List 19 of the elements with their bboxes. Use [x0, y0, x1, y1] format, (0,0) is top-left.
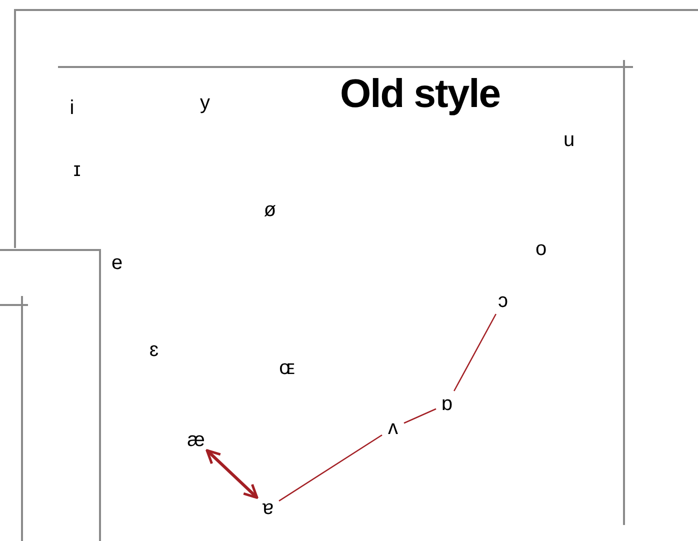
connector-line [454, 314, 496, 392]
double-arrow [206, 449, 258, 499]
vowel-symbol: o [534, 237, 548, 261]
vowel-symbol: ɐ [257, 495, 279, 521]
vowel-symbol: ɔ [492, 288, 514, 314]
vowel-symbol: ɒ [436, 391, 458, 417]
vowel-symbol: i [68, 96, 76, 120]
vowel-symbol: ʌ [382, 415, 404, 441]
vowel-symbol: ɛ [148, 338, 160, 362]
connector-line [404, 408, 436, 424]
connector-line [278, 434, 382, 502]
vowel-symbol: u [562, 128, 576, 152]
vowel-symbol: æ [185, 427, 207, 453]
chart-title: Old style [340, 71, 500, 118]
vowel-symbol: y [199, 91, 211, 115]
vowel-symbol: e [110, 251, 124, 275]
vowel-symbol: ɪ [72, 158, 82, 182]
vowel-symbol: ɶ [278, 356, 296, 380]
vowel-symbol: ø [262, 198, 278, 222]
